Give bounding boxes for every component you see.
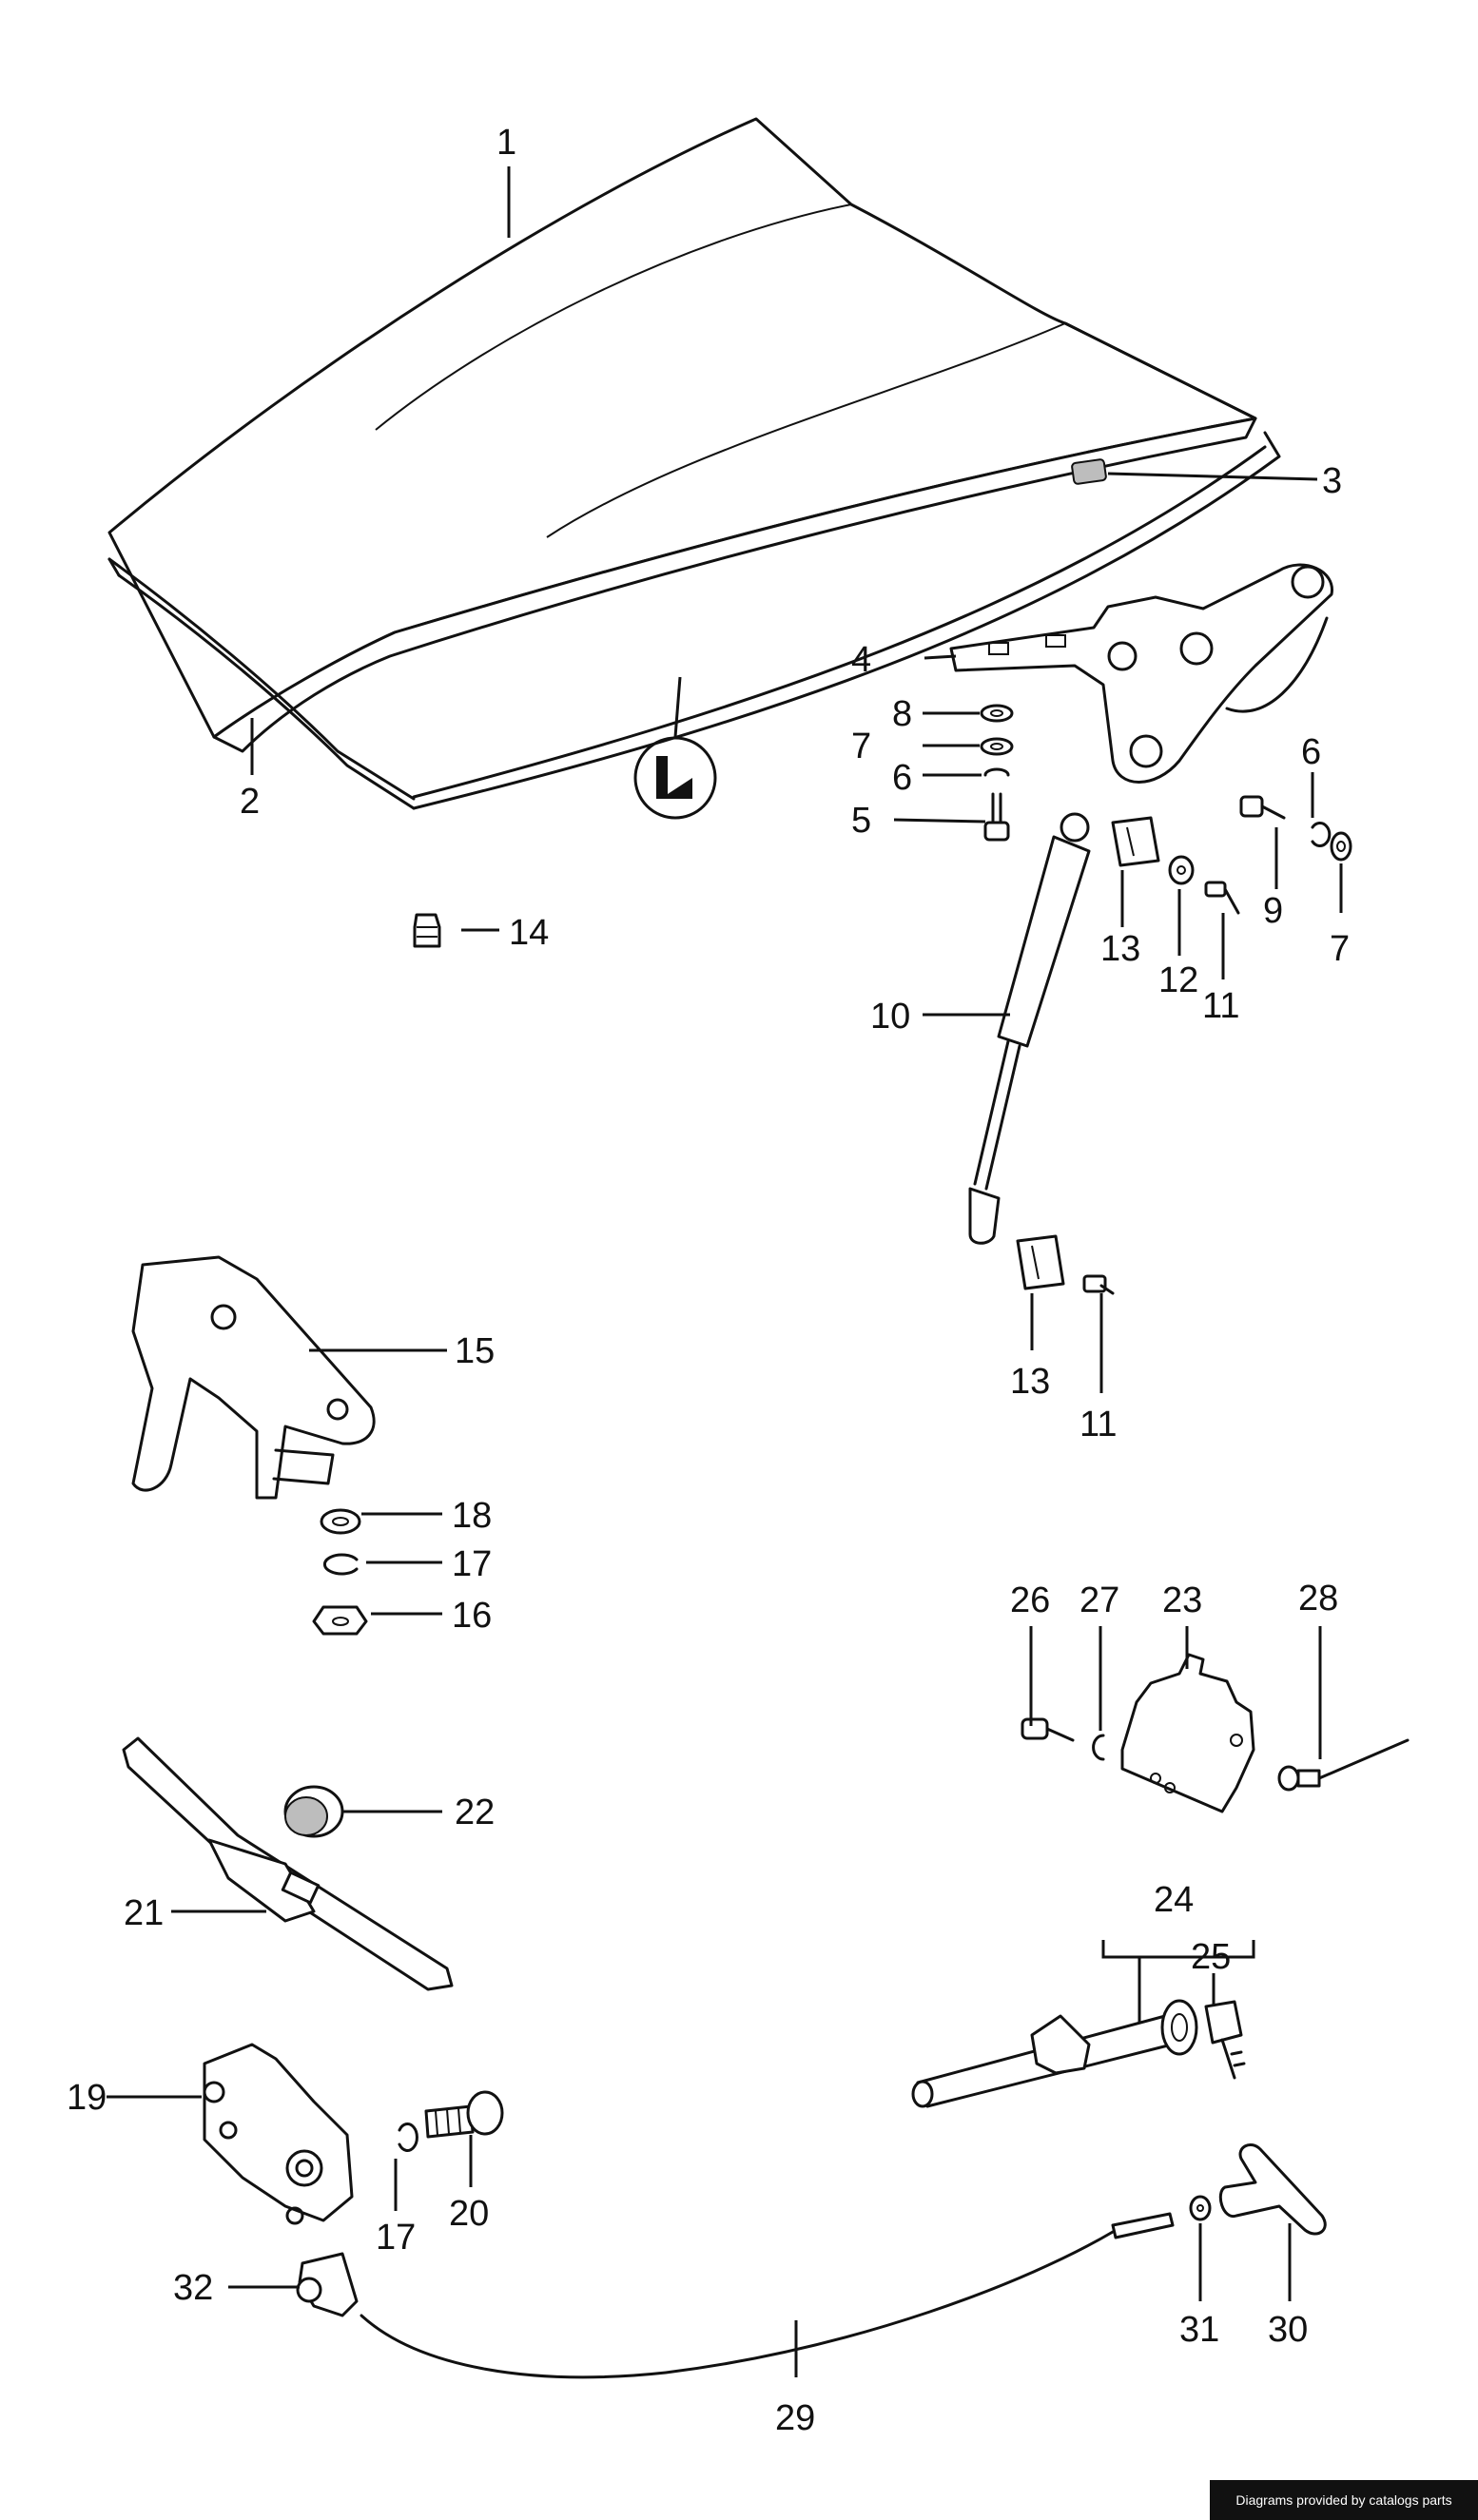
washer-12[interactable]: [1168, 855, 1195, 885]
key-cylinder-25[interactable]: [1204, 2000, 1246, 2080]
lock-bracket[interactable]: [131, 1255, 376, 1500]
callout-labels: 1 2 3 4 8 7 6 5 14 6 9 7 13 12 11 10 13 …: [67, 123, 1350, 2438]
washer-31[interactable]: [1189, 2195, 1212, 2221]
diagram-credit-badge[interactable]: Diagrams provided by catalogs parts: [1210, 2480, 1478, 2520]
detail-symbol-icon: [633, 736, 717, 820]
callout-1: 1: [496, 123, 516, 163]
bolt-5[interactable]: [983, 792, 1010, 842]
callout-15: 15: [455, 1331, 495, 1371]
callout-2: 2: [240, 782, 260, 822]
nut-16[interactable]: [312, 1605, 368, 1636]
callout-13b: 13: [1010, 1362, 1050, 1402]
front-lid[interactable]: [107, 117, 1257, 753]
clip-13-upper[interactable]: [1111, 816, 1160, 867]
callout-16: 16: [452, 1596, 492, 1636]
washer-7[interactable]: [980, 737, 1014, 756]
callout-18: 18: [452, 1496, 492, 1536]
clip-27[interactable]: [1092, 1734, 1105, 1761]
callout-14: 14: [509, 913, 549, 953]
washer-8[interactable]: [980, 704, 1014, 723]
washer-7b[interactable]: [1330, 831, 1352, 862]
callout-3: 3: [1322, 461, 1342, 501]
callout-10: 10: [870, 997, 910, 1037]
callout-11: 11: [1202, 986, 1239, 1026]
callout-29: 29: [775, 2398, 815, 2438]
callout-32: 32: [173, 2268, 213, 2308]
washer-18[interactable]: [320, 1508, 361, 1535]
lid-seal[interactable]: [107, 431, 1281, 810]
callout-6b: 6: [1301, 732, 1321, 772]
leader-lines: [107, 166, 1343, 2377]
buffer-14[interactable]: [413, 913, 441, 948]
screw-11-lower[interactable]: [1082, 1274, 1115, 1295]
release-cable-29[interactable]: [360, 2212, 1175, 2379]
bolt-20[interactable]: [424, 2090, 504, 2139]
callout-25: 25: [1191, 1937, 1231, 1977]
callout-22: 22: [455, 1793, 495, 1832]
lock-housing-24[interactable]: [911, 1999, 1198, 2108]
screw-26[interactable]: [1021, 1717, 1075, 1742]
callout-20: 20: [449, 2194, 489, 2234]
callout-27: 27: [1079, 1580, 1119, 1620]
callout-6: 6: [892, 758, 912, 798]
spring-washer-17b[interactable]: [398, 2123, 418, 2152]
callout-8: 8: [892, 694, 912, 734]
rivet-28[interactable]: [1277, 1738, 1410, 1792]
callout-17b: 17: [376, 2218, 416, 2258]
spring-washer-6[interactable]: [983, 767, 1010, 777]
callout-23: 23: [1162, 1580, 1202, 1620]
callout-9: 9: [1263, 891, 1283, 931]
lid-hinge[interactable]: [949, 563, 1333, 784]
callout-31: 31: [1179, 2310, 1219, 2350]
callout-5: 5: [851, 801, 871, 841]
spring-washer-17[interactable]: [322, 1553, 359, 1576]
callout-17: 17: [452, 1544, 492, 1584]
callout-26: 26: [1010, 1580, 1050, 1620]
callout-4: 4: [851, 640, 871, 680]
bolt-9[interactable]: [1239, 795, 1286, 820]
callout-19: 19: [67, 2078, 107, 2118]
callout-30: 30: [1268, 2310, 1308, 2350]
callout-12: 12: [1158, 960, 1198, 1000]
emblem-plug[interactable]: [1071, 458, 1107, 485]
spring-washer-6b[interactable]: [1311, 822, 1332, 847]
pull-handle-30[interactable]: [1218, 2143, 1327, 2236]
callout-24: 24: [1154, 1880, 1194, 1920]
cable-clip-32[interactable]: [296, 2252, 359, 2317]
lock-19[interactable]: [203, 2043, 354, 2225]
callout-13: 13: [1100, 929, 1140, 969]
callout-11b: 11: [1079, 1405, 1117, 1444]
grommet-22[interactable]: [283, 1785, 344, 1838]
clip-13-lower[interactable]: [1016, 1234, 1065, 1290]
callout-7b: 7: [1330, 929, 1350, 969]
callout-21: 21: [124, 1893, 164, 1933]
gas-strut[interactable]: [968, 812, 1091, 1245]
screw-11-upper[interactable]: [1204, 881, 1240, 915]
callout-7: 7: [851, 727, 871, 766]
callout-28: 28: [1298, 1579, 1338, 1619]
lock-mount-23[interactable]: [1120, 1653, 1255, 1813]
lock-bar[interactable]: [122, 1736, 454, 1991]
